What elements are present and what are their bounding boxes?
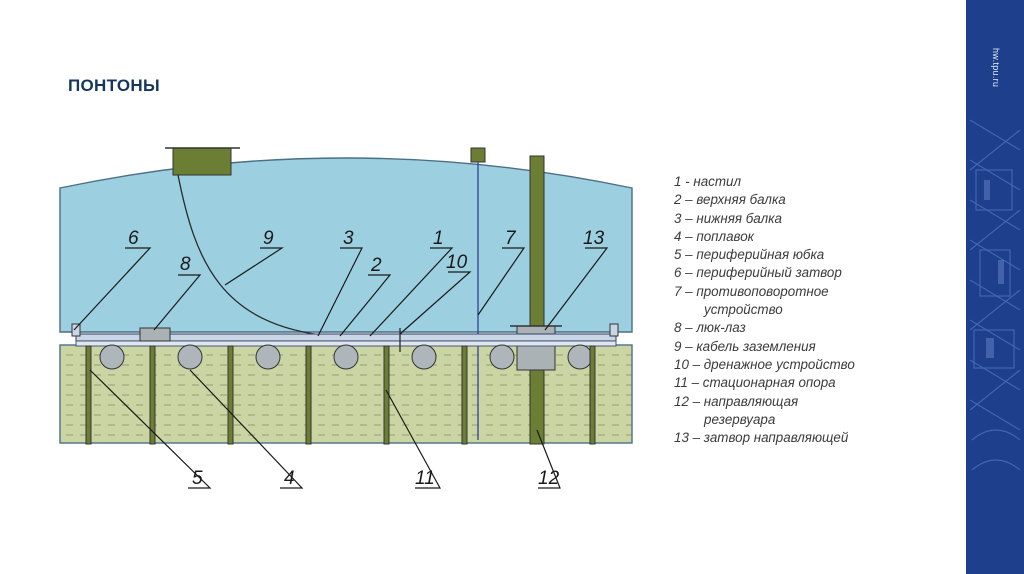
- callout-2: 2: [370, 255, 382, 276]
- stationary-supports: [85, 345, 596, 445]
- legend-item-9: 9 – кабель заземления: [674, 338, 816, 354]
- peripheral-seal-right: [609, 323, 619, 337]
- pontoon-diagram: 6 8 9 3 2 1 10 7 13 5 4 11 12: [59, 147, 633, 489]
- callout-11: 11: [415, 468, 435, 489]
- legend-item-1: 1 - настил: [674, 174, 742, 189]
- manhole: [139, 327, 171, 342]
- callout-7: 7: [505, 228, 517, 249]
- guide-seal: [516, 325, 556, 371]
- floats: [99, 344, 593, 370]
- legend-item-4: 4 – поплавок: [674, 228, 754, 244]
- sidebar-decoration: [966, 0, 1024, 574]
- callout-12: 12: [538, 468, 560, 489]
- legend-item-8: 8 – люк-лаз: [674, 320, 746, 336]
- callout-4: 4: [284, 468, 295, 489]
- legend-item-13: 13 – затвор направляющей: [674, 430, 849, 446]
- legend-item-11: 11 – стационарная опора: [674, 375, 836, 391]
- callout-6: 6: [128, 228, 139, 249]
- peripheral-seal-left: [71, 323, 81, 337]
- callout-5: 5: [192, 468, 203, 489]
- legend-item-3: 3 – нижняя балка: [674, 210, 782, 226]
- grounding-cable: [177, 174, 331, 337]
- legend-item-5: 5 – периферийная юбка: [674, 247, 825, 263]
- roof-hatch: [172, 147, 232, 176]
- callout-1: 1: [433, 228, 444, 249]
- legend-item-6: 6 – периферийный затвор: [674, 265, 842, 281]
- site-label: hw.tpu.ru: [991, 48, 1001, 88]
- leader-lines: [73, 247, 609, 489]
- callout-10: 10: [446, 252, 468, 273]
- guide-pipe: [529, 155, 545, 445]
- sidebar-pattern: [966, 0, 1024, 574]
- legend-item-10: 10 – дренажное устройство: [674, 356, 855, 372]
- legend-item-12-cont: резервуара: [704, 411, 776, 427]
- legend-item-2: 2 – верхняя балка: [674, 192, 786, 208]
- tank-vapor-space: [59, 157, 633, 333]
- legend-item-7: 7 – противоповоротное: [674, 283, 829, 299]
- callout-9: 9: [263, 228, 274, 249]
- callout-13: 13: [583, 228, 605, 249]
- legend: 1 - настил 2 – верхняя балка 3 – нижняя …: [674, 173, 934, 447]
- legend-item-7-cont: устройство: [704, 302, 783, 318]
- legend-item-12: 12 – направляющая: [674, 393, 799, 409]
- callout-3: 3: [343, 228, 354, 249]
- page-title: ПОНТОНЫ: [68, 76, 160, 95]
- callout-8: 8: [180, 254, 191, 275]
